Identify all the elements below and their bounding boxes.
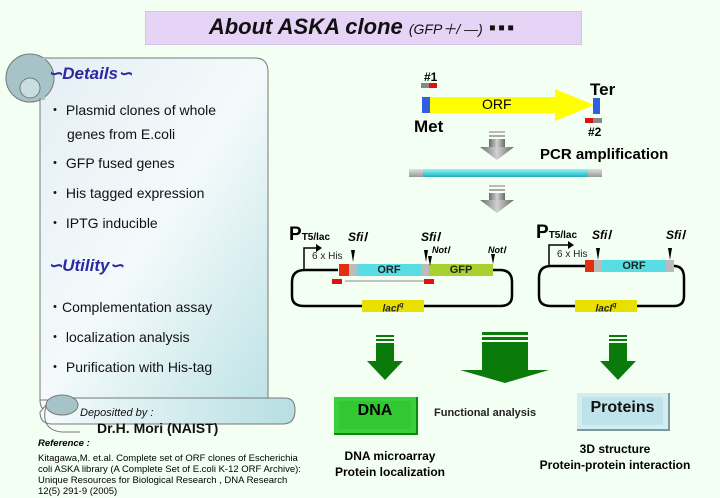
- orf-label: ORF: [482, 96, 512, 112]
- promoter-label-2: PT5/lac: [536, 222, 577, 244]
- reference-line: coli ASKA library (A Complete Set of E.c…: [38, 464, 301, 475]
- details-item: ・ GFP fused genes: [48, 155, 175, 171]
- his-tag-label-2: 6 x His: [557, 249, 588, 260]
- orf-segment-label-2: ORF: [622, 260, 646, 272]
- utility-item: ・Complementation assay: [48, 299, 213, 315]
- utility-item: ・ Purification with His-tag: [48, 359, 213, 375]
- title-main: About ASKA clone: [208, 14, 403, 39]
- functional-analysis-label: Functional analysis: [434, 407, 537, 419]
- not-site-2: NotⅠ: [488, 245, 506, 255]
- not-site-1: NotⅠ: [432, 245, 450, 255]
- plasmid-plain: [537, 241, 686, 312]
- green-arrow-right: [600, 335, 636, 380]
- proteins-box: [577, 393, 670, 431]
- title-banner: [145, 11, 582, 45]
- dna-uses: DNA microarray Protein localization: [320, 448, 460, 480]
- scroll-panel: [5, 53, 296, 433]
- title-sub: (GFP＋/ ―): [408, 21, 483, 37]
- orf-segment-label: ORF: [377, 264, 401, 276]
- details-item: ・ IPTG inducible: [48, 215, 158, 231]
- laci-text: lacI: [595, 303, 613, 315]
- sfi-site-4: SfiⅠ: [666, 228, 685, 242]
- reference-body: Kitagawa,M. et.al. Complete set of ORF c…: [38, 453, 333, 497]
- met-codon: [422, 97, 430, 113]
- ter-codon: [593, 98, 600, 114]
- promoter-p: P: [289, 224, 302, 245]
- promoter-label: PT5/lac: [289, 224, 330, 246]
- orf-arrow: [430, 89, 594, 121]
- ter-label: Ter: [590, 80, 616, 99]
- plasmid-gfp: [290, 244, 514, 312]
- gene-construct: [421, 83, 602, 123]
- dna-box-label: DNA: [357, 402, 393, 419]
- page-title: About ASKA clone (GFP＋/ ―) ▪▪▪: [145, 11, 580, 43]
- his-tag-label: 6 x His: [312, 251, 343, 262]
- details-item: genes from E.coli: [67, 126, 176, 142]
- sfi-site-1: SfiⅠ: [348, 230, 367, 244]
- met-label: Met: [414, 117, 444, 136]
- reference-heading: Reference :: [38, 438, 90, 449]
- details-heading: ∽Details∽: [48, 64, 133, 83]
- green-arrow-left: [367, 335, 403, 380]
- protein-use-item: 3D structure: [579, 442, 651, 456]
- details-item: ・ His tagged expression: [48, 185, 205, 201]
- title-dots: ▪▪▪: [488, 17, 517, 39]
- reference-line: Unique Resources for Biological Research…: [38, 475, 288, 486]
- reference-line: Kitagawa,M. et.al. Complete set of ORF c…: [38, 453, 298, 464]
- deposited-name: Dr.H. Mori (NAIST): [97, 420, 219, 436]
- protein-uses: 3D structure Protein-protein interaction: [515, 441, 715, 473]
- sfi-site-3: SfiⅠ: [592, 228, 611, 242]
- gray-arrow-1: [480, 131, 514, 160]
- reference-line: 12(5) 291-9 (2005): [38, 486, 118, 497]
- dna-use-item: DNA microarray: [344, 449, 436, 463]
- dna-use-item: Protein localization: [334, 465, 445, 479]
- pcr-label: PCR amplification: [540, 146, 669, 163]
- laci-sup: q: [612, 302, 617, 309]
- gfp-segment-label: GFP: [449, 264, 473, 276]
- green-arrow-center: [460, 332, 549, 383]
- promoter-sub: T5/lac: [301, 232, 331, 243]
- pcr-product: [423, 169, 598, 177]
- scroll-curl-bottom: [45, 394, 79, 416]
- laci-label-2: lacIq: [575, 300, 637, 315]
- laci-text: lacI: [382, 303, 400, 315]
- promoter-p: P: [536, 222, 549, 243]
- proteins-box-label: Proteins: [590, 399, 655, 416]
- promoter-sub: T5/lac: [548, 230, 578, 241]
- sfi-site-2: SfiⅠ: [421, 230, 440, 244]
- deposited-label: Depositted by :: [80, 407, 154, 419]
- protein-use-item: Protein-protein interaction: [539, 458, 691, 472]
- primer-1-label: #1: [424, 70, 438, 84]
- utility-heading: ∽Utility∽: [48, 256, 124, 275]
- details-item: ・ Plasmid clones of whole: [48, 102, 217, 118]
- utility-item: ・ localization analysis: [48, 329, 190, 345]
- primer-2-label: #2: [588, 125, 602, 139]
- dna-box: [334, 397, 418, 435]
- gray-arrow-2: [480, 185, 514, 213]
- laci-label: lacIq: [362, 300, 424, 315]
- laci-sup: q: [399, 302, 404, 309]
